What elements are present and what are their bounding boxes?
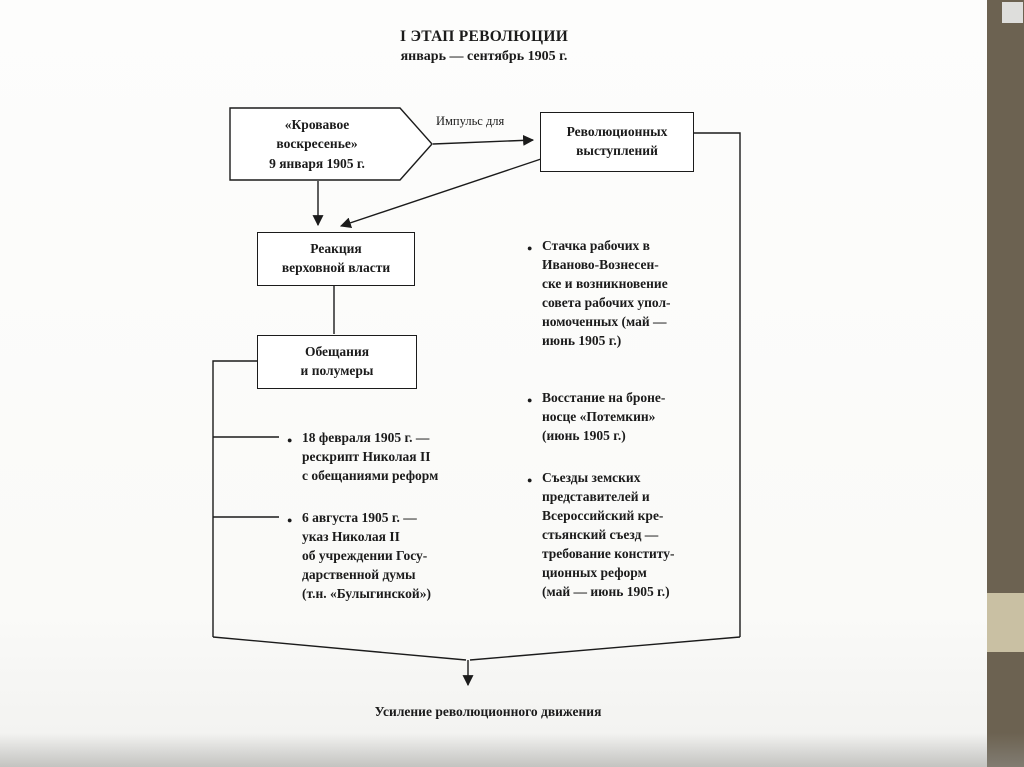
right-accent-segment <box>987 593 1024 652</box>
corner-square <box>1002 2 1023 23</box>
slide-subtitle: январь — сентябрь 1905 г. <box>400 49 568 64</box>
right-bullet-item: Съезды земских представителей и Всеросси… <box>527 468 758 601</box>
revolutionary-actions-node: Революционных выступлений <box>540 112 694 172</box>
impulse-arrow <box>432 134 535 146</box>
bottom-shadow <box>0 733 1024 767</box>
right-bullet-item: Стачка рабочих в Иваново-Вознесен- ске и… <box>527 236 754 350</box>
bloody-sunday-pentagon-shape <box>229 107 433 181</box>
right-bullet-item: Восстание на броне- носце «Потемкин» (ию… <box>527 388 754 445</box>
impulse-label: Импульс для <box>436 114 505 128</box>
funnel-right-line <box>469 636 741 661</box>
funnel-left-line <box>212 636 467 661</box>
conclusion-label: Усиление революционного движения <box>374 704 602 719</box>
left-branch-line <box>212 360 257 637</box>
left-bullet-item: 18 февраля 1905 г. — рескрипт Николая II… <box>287 428 502 485</box>
promises-node: Обещания и полумеры <box>257 335 417 389</box>
reaction-node: Реакция верховной власти <box>257 232 415 286</box>
revolutionary-to-reaction-arrow <box>339 158 542 229</box>
bloody-sunday-node: «Кровавое воскресенье» 9 января 1905 г. <box>269 117 365 171</box>
slide-title: I ЭТАП РЕВОЛЮЦИИ <box>399 28 569 45</box>
left-bullet-item: 6 августа 1905 г. — указ Николая II об у… <box>287 508 502 603</box>
